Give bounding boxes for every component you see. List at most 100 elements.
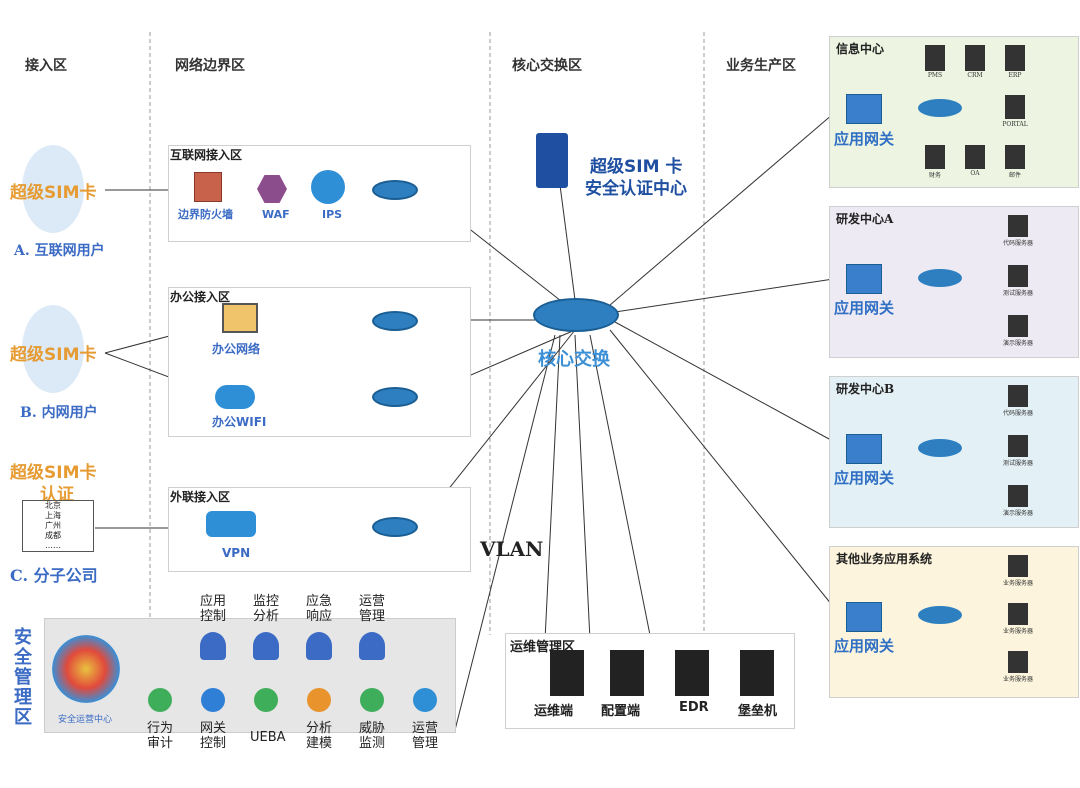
security-person-label: 应用控制 — [199, 594, 226, 624]
zone-border: 网络边界区 — [175, 58, 245, 74]
gateway-label: 应用网关 — [834, 130, 895, 148]
server-label: 演示服务器 — [1002, 340, 1033, 347]
server-label: 业务服务器 — [1002, 676, 1033, 683]
security-tool-label: 网关控制 — [199, 721, 226, 751]
intranet-users-icon — [22, 305, 84, 393]
server-label: 代码服务器 — [1002, 410, 1033, 417]
sim-label-b: 超级SIM卡 — [10, 345, 97, 365]
ops-item-label: 运维端 — [534, 704, 574, 719]
security-tool-label: 威胁监测 — [358, 721, 385, 751]
person-icon — [306, 632, 332, 660]
person-icon — [200, 632, 226, 660]
gateway-label: 应用网关 — [834, 299, 895, 317]
router-icon — [372, 311, 418, 331]
firewall-icon — [194, 172, 222, 202]
switch-icon — [918, 269, 962, 287]
zone-access: 接入区 — [25, 58, 67, 74]
server-label: 邮件 — [1008, 172, 1021, 179]
waf-icon — [257, 175, 287, 203]
zone-business: 业务生产区 — [726, 58, 796, 74]
security-area-title: 安全管理区 — [14, 627, 32, 728]
branch-item: 广州 — [45, 521, 61, 530]
office-network-icon — [222, 303, 258, 333]
gateway-icon — [846, 264, 882, 294]
sim-label-c1: 超级SIM卡 — [10, 463, 97, 483]
panel-title: 其他业务应用系统 — [836, 552, 933, 566]
server-icon — [740, 650, 774, 696]
operations-icon — [413, 688, 437, 712]
gateway-icon — [846, 94, 882, 124]
office-access-box — [168, 287, 471, 437]
vlan-label: VLAN — [480, 537, 544, 561]
security-tool-label: 运营管理 — [411, 721, 438, 751]
server-icon — [1008, 215, 1028, 237]
server-icon — [925, 145, 945, 169]
ops-item-label: 配置端 — [601, 704, 641, 719]
wifi-icon — [215, 385, 255, 409]
server-label: 业务服务器 — [1002, 580, 1033, 587]
threat-monitor-icon — [360, 688, 384, 712]
security-tool-label: 行为审计 — [146, 721, 173, 751]
ueba-icon — [254, 688, 278, 712]
auth-center-line2: 安全认证中心 — [585, 179, 687, 199]
branch-item: …… — [45, 541, 61, 550]
security-tool-label: UEBA — [250, 730, 286, 745]
server-icon — [925, 45, 945, 71]
server-label: 测试服务器 — [1002, 290, 1033, 297]
gateway-label: 应用网关 — [834, 637, 895, 655]
server-icon — [1008, 265, 1028, 287]
server-icon — [1005, 95, 1025, 119]
switch-icon — [918, 99, 962, 117]
server-icon — [1008, 485, 1028, 507]
branch-item: 上海 — [45, 511, 61, 520]
ips-label: IPS — [322, 208, 343, 221]
server-label: CRM — [967, 72, 983, 79]
server-icon — [965, 45, 985, 71]
zone-core: 核心交换区 — [512, 58, 582, 74]
security-person-label: 应急响应 — [305, 594, 332, 624]
external-access-title: 外联接入区 — [170, 490, 231, 504]
panel-title: 研发中心A — [836, 212, 894, 226]
gateway-label: 应用网关 — [834, 469, 895, 487]
ops-item-label: 堡垒机 — [738, 704, 778, 719]
server-label: PMS — [927, 72, 943, 79]
office-network-label: 办公网络 — [212, 342, 261, 356]
server-icon — [1008, 315, 1028, 337]
firewall-label: 边界防火墙 — [178, 208, 233, 221]
soc-logo-icon — [52, 635, 120, 703]
office-wifi-label: 办公WIFI — [212, 415, 267, 429]
gateway-control-icon — [201, 688, 225, 712]
ops-item-label: EDR — [679, 700, 709, 715]
server-label: 代码服务器 — [1002, 240, 1033, 247]
vpn-label: VPN — [222, 546, 251, 560]
server-icon — [1005, 145, 1025, 169]
branch-item: 成都 — [45, 531, 61, 540]
audit-icon — [148, 688, 172, 712]
security-tool-label: 分析建模 — [305, 721, 332, 751]
server-icon — [1008, 603, 1028, 625]
gateway-icon — [846, 434, 882, 464]
internet-users-label: A. 互联网用户 — [14, 243, 105, 259]
core-switch-label: 核心交换 — [538, 349, 610, 370]
server-icon — [1008, 651, 1028, 673]
server-icon — [1005, 45, 1025, 71]
office-access-title: 办公接入区 — [170, 290, 231, 304]
sim-label-a: 超级SIM卡 — [10, 183, 97, 203]
waf-label: WAF — [262, 208, 290, 221]
server-label: 演示服务器 — [1002, 510, 1033, 517]
branch-list: 北京 上海 广州 成都 …… — [22, 500, 94, 552]
server-icon — [550, 650, 584, 696]
server-label: 测试服务器 — [1002, 460, 1033, 467]
server-icon — [965, 145, 985, 169]
server-label: PORTAL — [1002, 121, 1028, 128]
server-icon — [1008, 385, 1028, 407]
server-label: 财务 — [928, 172, 941, 179]
internet-access-title: 互联网接入区 — [170, 148, 243, 162]
security-person-label: 运营管理 — [358, 594, 385, 624]
switch-icon — [918, 606, 962, 624]
branch-users-label: C. 分子公司 — [10, 566, 98, 585]
person-icon — [253, 632, 279, 660]
router-icon — [372, 387, 418, 407]
server-icon — [610, 650, 644, 696]
server-label: OA — [970, 170, 980, 177]
